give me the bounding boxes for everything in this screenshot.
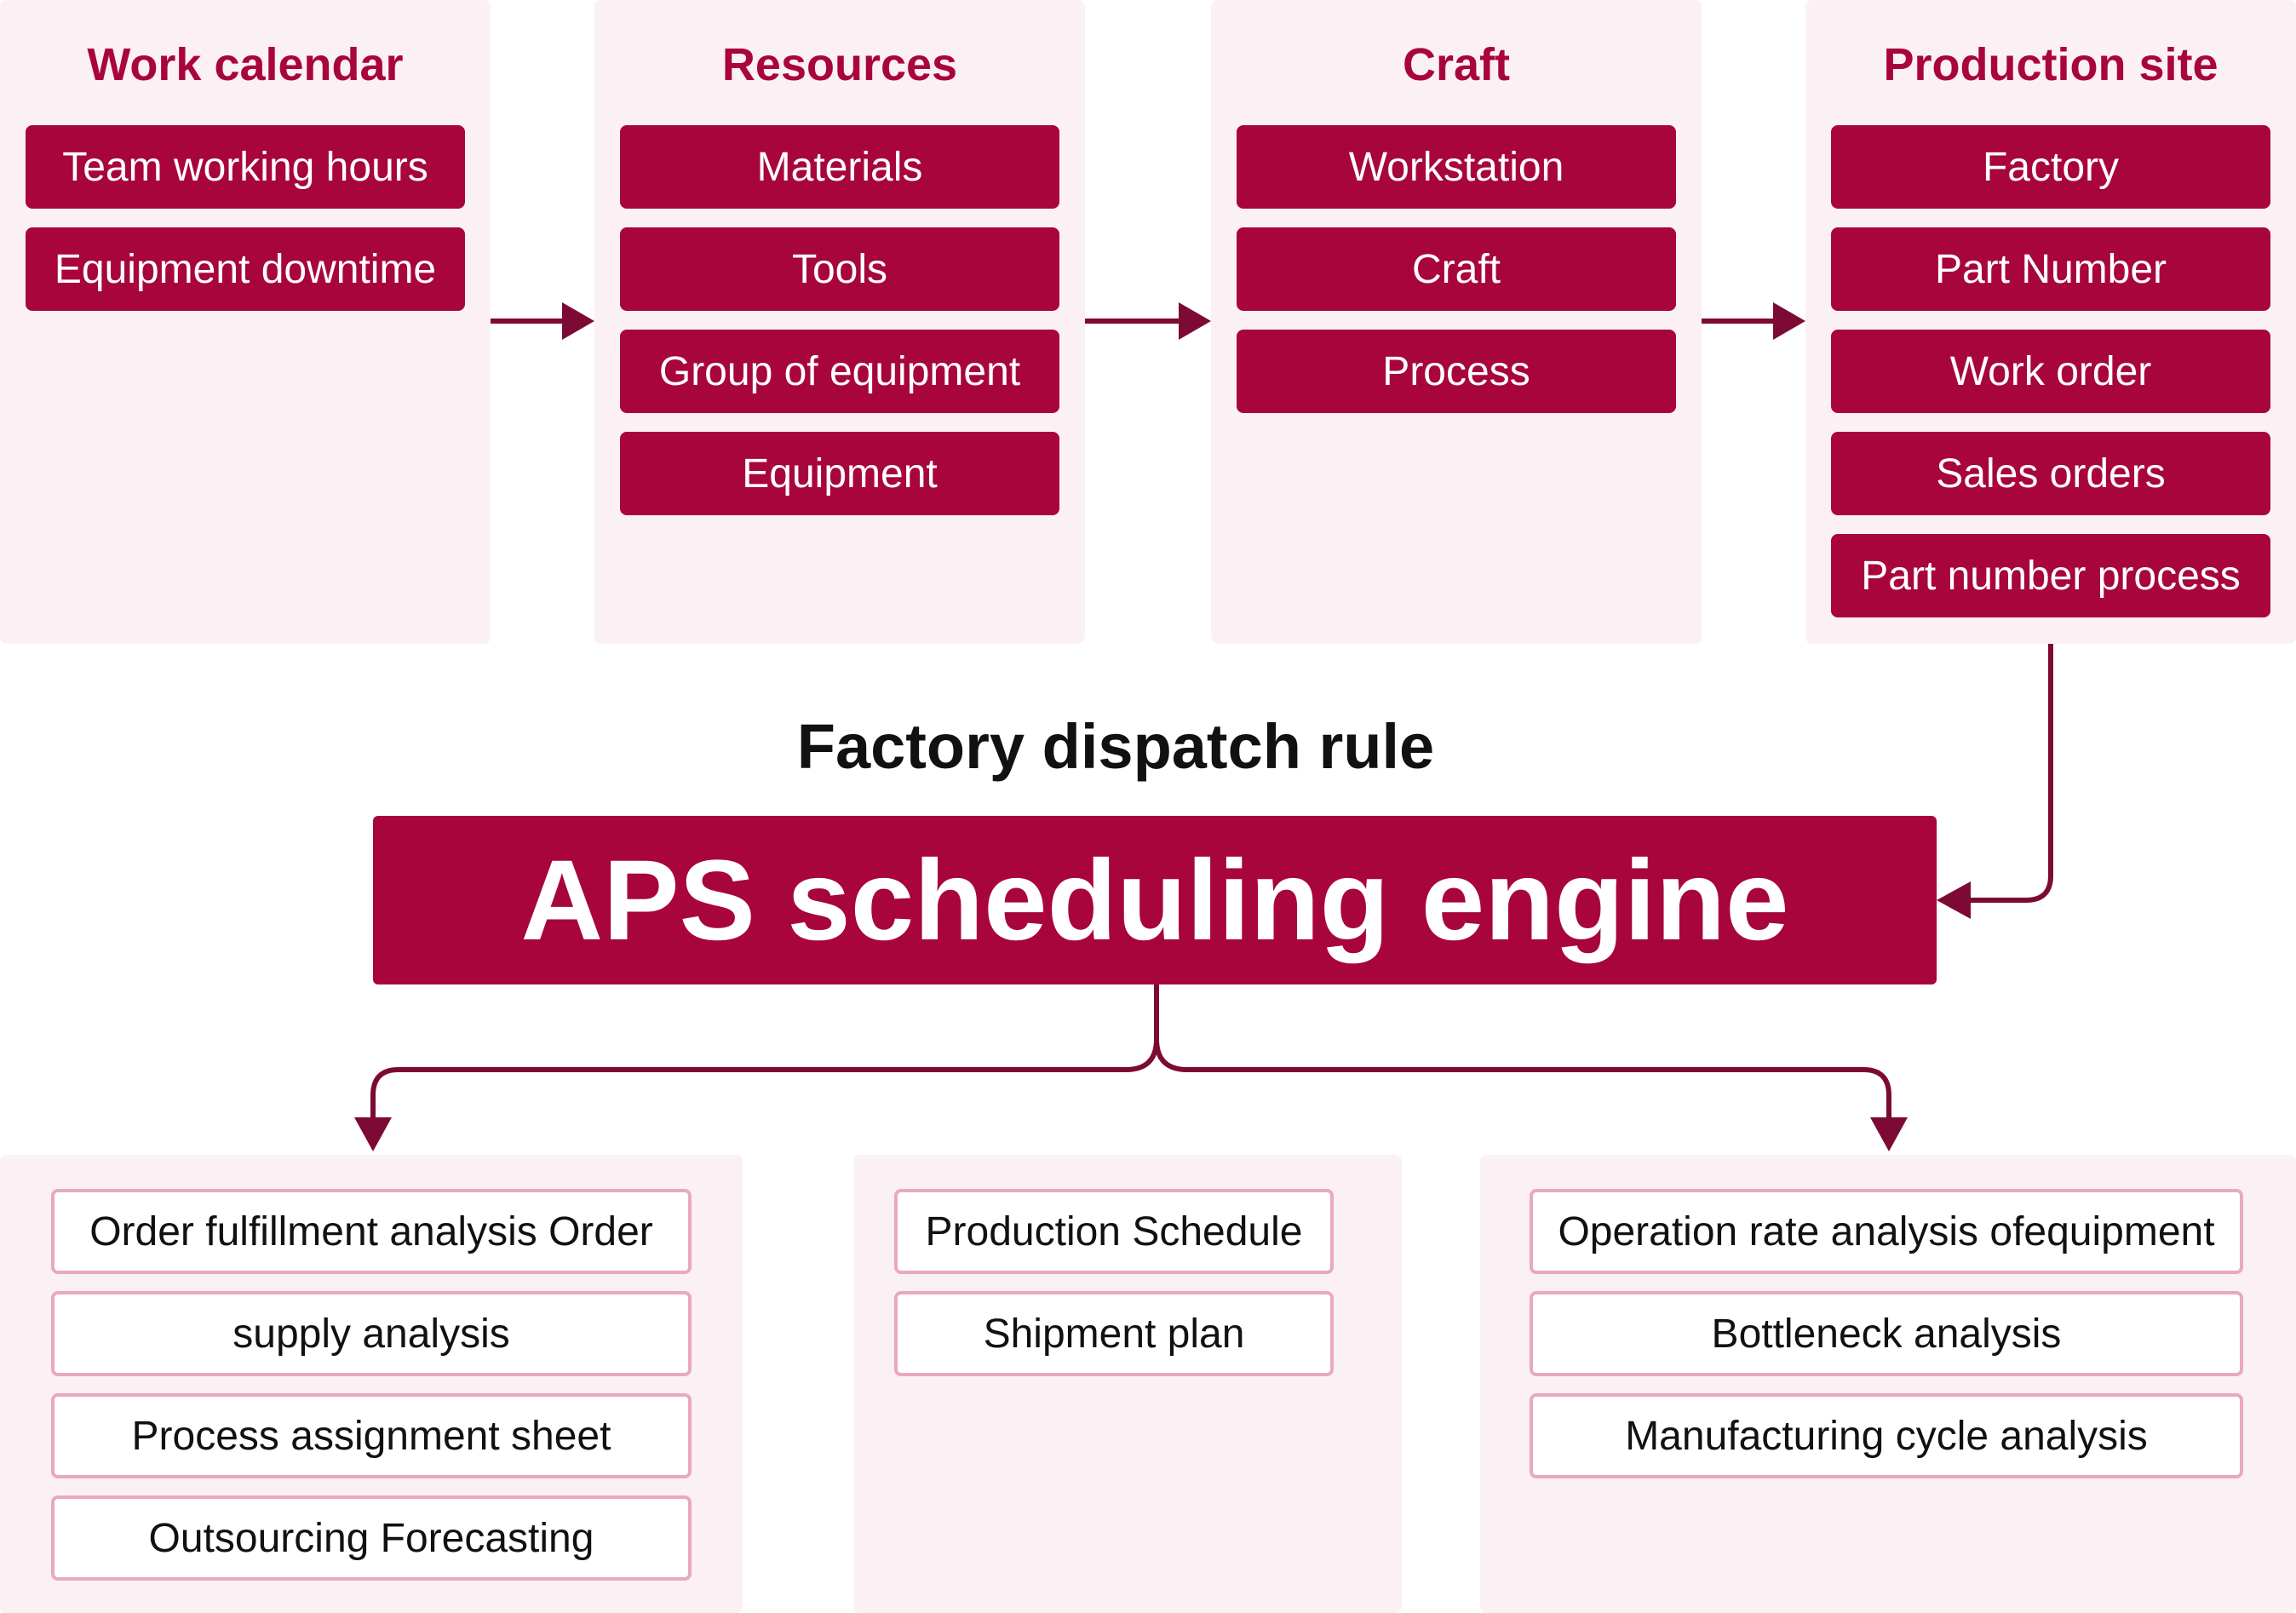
- chip-process: Process: [1237, 330, 1676, 413]
- chip-materials: Materials: [620, 125, 1059, 209]
- chip-sales-orders: Sales orders: [1831, 432, 2270, 515]
- chip-production-schedule: Production Schedule: [894, 1189, 1334, 1274]
- aps-engine-box: APS scheduling engine: [373, 816, 1937, 984]
- chip-workstation: Workstation: [1237, 125, 1676, 209]
- chip-team-working-hours: Team working hours: [26, 125, 465, 209]
- panel-work-calendar: Work calendar Team working hours Equipme…: [0, 0, 491, 644]
- chip-part-number-process: Part number process: [1831, 534, 2270, 617]
- panel-title: Work calendar: [87, 39, 404, 90]
- panel-resources: Resources Materials Tools Group of equip…: [594, 0, 1085, 644]
- chip-supply-analysis: supply analysis: [51, 1291, 692, 1376]
- panel-title: Production site: [1883, 39, 2219, 90]
- dispatch-rule-label: Factory dispatch rule: [796, 711, 1435, 782]
- chip-shipment-plan: Shipment plan: [894, 1291, 1334, 1376]
- chip-equipment-downtime: Equipment downtime: [26, 227, 465, 311]
- arrowhead-output-left: [354, 1117, 392, 1151]
- chip-outsourcing-forecasting: Outsourcing Forecasting: [51, 1495, 692, 1581]
- arrowhead-craft: [1179, 302, 1211, 340]
- panel-title: Resources: [721, 39, 958, 90]
- chip-process-assignment-sheet: Process assignment sheet: [51, 1393, 692, 1478]
- chip-bottleneck-analysis: Bottleneck analysis: [1530, 1291, 2243, 1376]
- panel-craft: Craft Workstation Craft Process: [1211, 0, 1702, 644]
- chip-factory: Factory: [1831, 125, 2270, 209]
- arrowhead-output-right: [1870, 1117, 1908, 1151]
- panel-output-equipment: Operation rate analysis ofequipment Bott…: [1480, 1155, 2296, 1613]
- chip-craft: Craft: [1237, 227, 1676, 311]
- panel-title: Craft: [1402, 39, 1510, 90]
- connector-engine-split-right: [1154, 1038, 1891, 1121]
- chip-manufacturing-cycle-analysis: Manufacturing cycle analysis: [1530, 1393, 2243, 1478]
- connector-engine-split: [370, 984, 1159, 1121]
- chip-part-number: Part Number: [1831, 227, 2270, 311]
- arrowhead-engine: [1937, 881, 1971, 919]
- panel-output-schedule: Production Schedule Shipment plan: [853, 1155, 1402, 1613]
- chip-equipment: Equipment: [620, 432, 1059, 515]
- chip-work-order: Work order: [1831, 330, 2270, 413]
- chip-tools: Tools: [620, 227, 1059, 311]
- chip-operation-rate-analysis: Operation rate analysis ofequipment: [1530, 1189, 2243, 1274]
- chip-order-fulfillment-analysis: Order fulfillment analysis Order: [51, 1189, 692, 1274]
- arrowhead-site: [1773, 302, 1805, 340]
- connector-site-to-engine: [1966, 644, 2053, 903]
- chip-group-of-equipment: Group of equipment: [620, 330, 1059, 413]
- panel-output-analysis: Order fulfillment analysis Order supply …: [0, 1155, 743, 1613]
- arrowhead-resources: [562, 302, 594, 340]
- panel-production-site: Production site Factory Part Number Work…: [1805, 0, 2296, 644]
